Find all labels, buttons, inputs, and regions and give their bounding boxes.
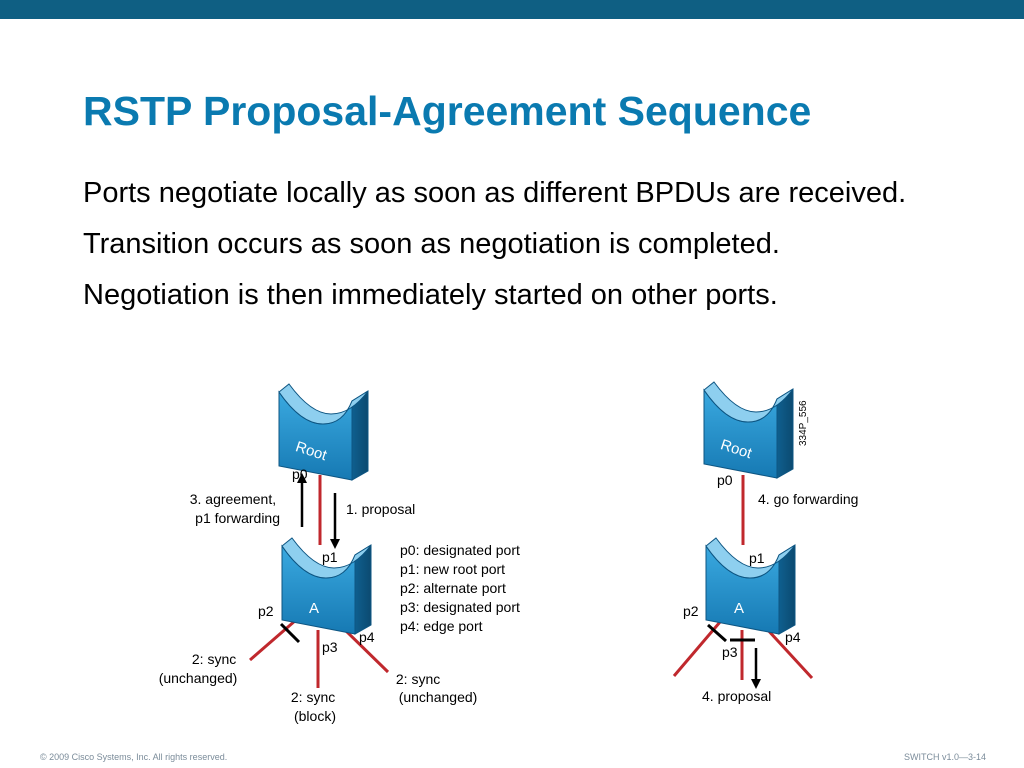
link-p4 — [764, 626, 814, 680]
link-p2 — [249, 618, 297, 662]
agreement-label: 3. agreement, p1 forwarding — [190, 491, 280, 526]
port-label-p1: p1 — [749, 550, 765, 566]
port-legend: p0: designated port p1: new root port p2… — [400, 542, 524, 634]
proposal-label: 1. proposal — [346, 501, 415, 517]
bullet-item: Negotiation is then immediately started … — [83, 279, 778, 311]
port-label-p2: p2 — [683, 603, 699, 619]
right-diagram: Root A p0 p1 p2 p3 p4 4. go forwarding 4… — [672, 381, 858, 704]
block-marker — [707, 623, 727, 643]
port-label-p1: p1 — [322, 549, 338, 565]
bullet-list: Ports negotiate locally as soon as diffe… — [83, 174, 963, 327]
port-label-p4: p4 — [359, 629, 375, 645]
port-label-p2: p2 — [258, 603, 274, 619]
block-marker — [279, 622, 301, 644]
link-p2 — [672, 621, 722, 677]
header-bar — [0, 0, 1024, 19]
rstp-diagram: Root A p0 p1 p2 p3 p4 3. agreement, p1 f… — [159, 381, 858, 724]
proposal-label: 4. proposal — [702, 688, 771, 704]
copyright-footer: © 2009 Cisco Systems, Inc. All rights re… — [40, 752, 228, 762]
course-code-footer: SWITCH v1.0—3-14 — [903, 752, 986, 762]
port-label-p0: p0 — [717, 472, 733, 488]
bullet-item: Transition occurs as soon as negotiation… — [83, 228, 780, 260]
root-switch-icon — [703, 381, 794, 479]
left-diagram: Root A p0 p1 p2 p3 p4 3. agreement, p1 f… — [159, 383, 524, 724]
port-label-p4: p4 — [785, 629, 801, 645]
sync-left-label: 2: sync (unchanged) — [159, 651, 240, 686]
port-label-p3: p3 — [722, 644, 738, 660]
port-label-p3: p3 — [322, 639, 338, 655]
port-label-p0: p0 — [292, 466, 308, 482]
switch-a-label: A — [734, 600, 744, 617]
link-p4 — [341, 626, 390, 674]
go-forwarding-label: 4. go forwarding — [758, 491, 858, 507]
figure-id-label: 334P_556 — [798, 400, 809, 446]
bullet-item: Ports negotiate locally as soon as diffe… — [83, 177, 907, 209]
switch-a-label: A — [309, 600, 319, 617]
sync-bottom-label: 2: sync (block) — [291, 689, 339, 724]
slide-title: RSTP Proposal-Agreement Sequence — [83, 88, 812, 134]
sync-right-label: 2: sync (unchanged) — [396, 671, 477, 705]
